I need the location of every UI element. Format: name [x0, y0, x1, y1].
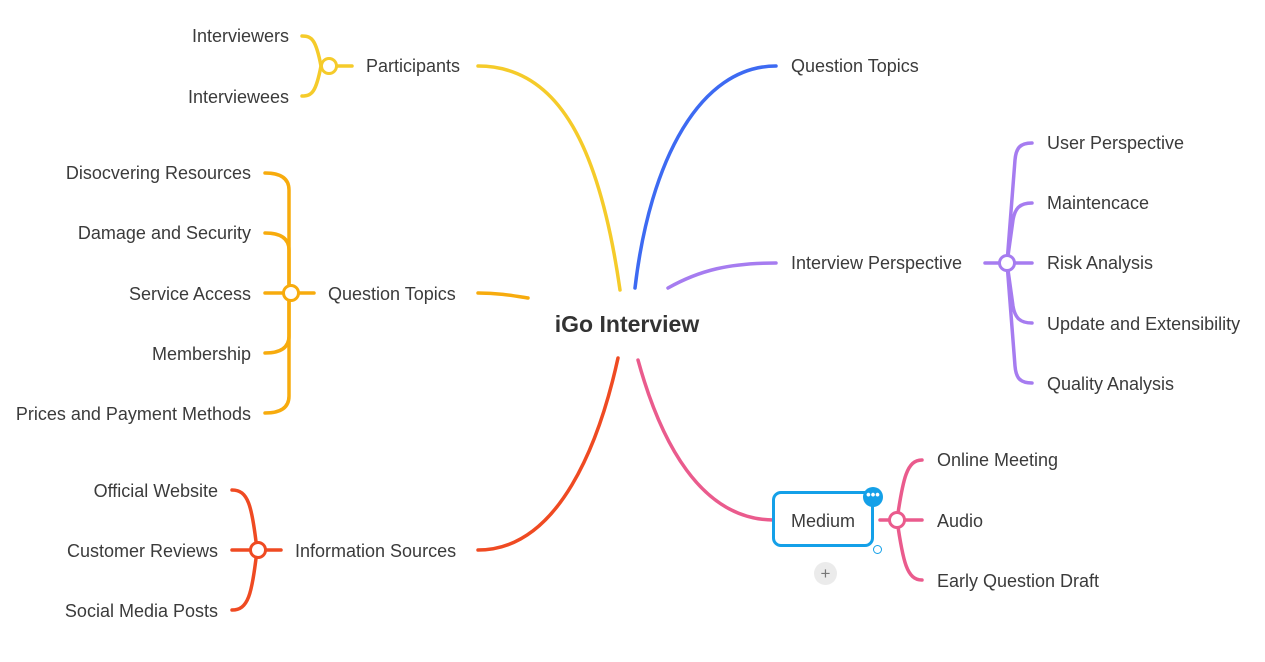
topic-medium-selected[interactable]: Medium: [772, 491, 874, 547]
subtopic-update-extensibility[interactable]: Update and Extensibility: [1047, 314, 1241, 334]
topic-information-sources[interactable]: Information Sources: [295, 541, 457, 561]
subtopic-discovering-resources[interactable]: Disocvering Resources: [65, 163, 251, 183]
participants-junction[interactable]: [320, 57, 338, 75]
medium-junction[interactable]: [888, 511, 906, 529]
connector-question-topics-left: [476, 291, 530, 300]
connector-question-topics-right: [633, 64, 778, 290]
topic-interview-perspective[interactable]: Interview Perspective: [791, 253, 963, 273]
subtopic-official-website[interactable]: Official Website: [93, 481, 218, 501]
subtopic-quality-analysis[interactable]: Quality Analysis: [1047, 374, 1175, 394]
information-sources-sub-connectors: [230, 488, 283, 612]
connector-interview-perspective: [666, 261, 778, 290]
subtopic-social-media-posts[interactable]: Social Media Posts: [64, 601, 218, 621]
subtopic-online-meeting[interactable]: Online Meeting: [937, 450, 1059, 470]
resize-handle[interactable]: [873, 545, 882, 554]
subtopic-customer-reviews[interactable]: Customer Reviews: [66, 541, 218, 561]
information-sources-junction[interactable]: [249, 541, 267, 559]
interview-perspective-sub-connectors: [983, 141, 1034, 385]
subtopic-service-access[interactable]: Service Access: [128, 284, 251, 304]
central-topic[interactable]: iGo Interview: [554, 311, 700, 337]
participants-sub-connectors: [300, 34, 354, 98]
subtopic-audio[interactable]: Audio: [937, 511, 984, 531]
question-topics-junction[interactable]: [282, 284, 300, 302]
connector-information-sources: [476, 356, 620, 552]
connector-participants: [476, 64, 622, 292]
more-horizontal-icon[interactable]: •••: [863, 487, 883, 507]
topic-participants[interactable]: Participants: [366, 56, 461, 76]
subtopic-maintenance[interactable]: Maintencace: [1047, 193, 1150, 213]
topic-question-topics-right[interactable]: Question Topics: [791, 56, 919, 76]
question-topics-sub-connectors: [263, 171, 316, 415]
subtopic-early-question-draft[interactable]: Early Question Draft: [937, 571, 1100, 591]
subtopic-membership[interactable]: Membership: [151, 344, 251, 364]
topic-question-topics-left[interactable]: Question Topics: [328, 284, 456, 304]
subtopic-risk-analysis[interactable]: Risk Analysis: [1047, 253, 1154, 273]
medium-sub-connectors: [878, 458, 924, 582]
connector-medium: [636, 358, 776, 522]
subtopic-interviewers[interactable]: Interviewers: [191, 26, 289, 46]
subtopic-interviewees[interactable]: Interviewees: [187, 87, 289, 107]
subtopic-prices-payment[interactable]: Prices and Payment Methods: [15, 404, 251, 424]
topic-medium-label: Medium: [790, 511, 856, 531]
subtopic-damage-security[interactable]: Damage and Security: [77, 223, 251, 243]
subtopic-user-perspective[interactable]: User Perspective: [1047, 133, 1185, 153]
plus-icon[interactable]: +: [814, 562, 837, 585]
interview-perspective-junction[interactable]: [998, 254, 1016, 272]
